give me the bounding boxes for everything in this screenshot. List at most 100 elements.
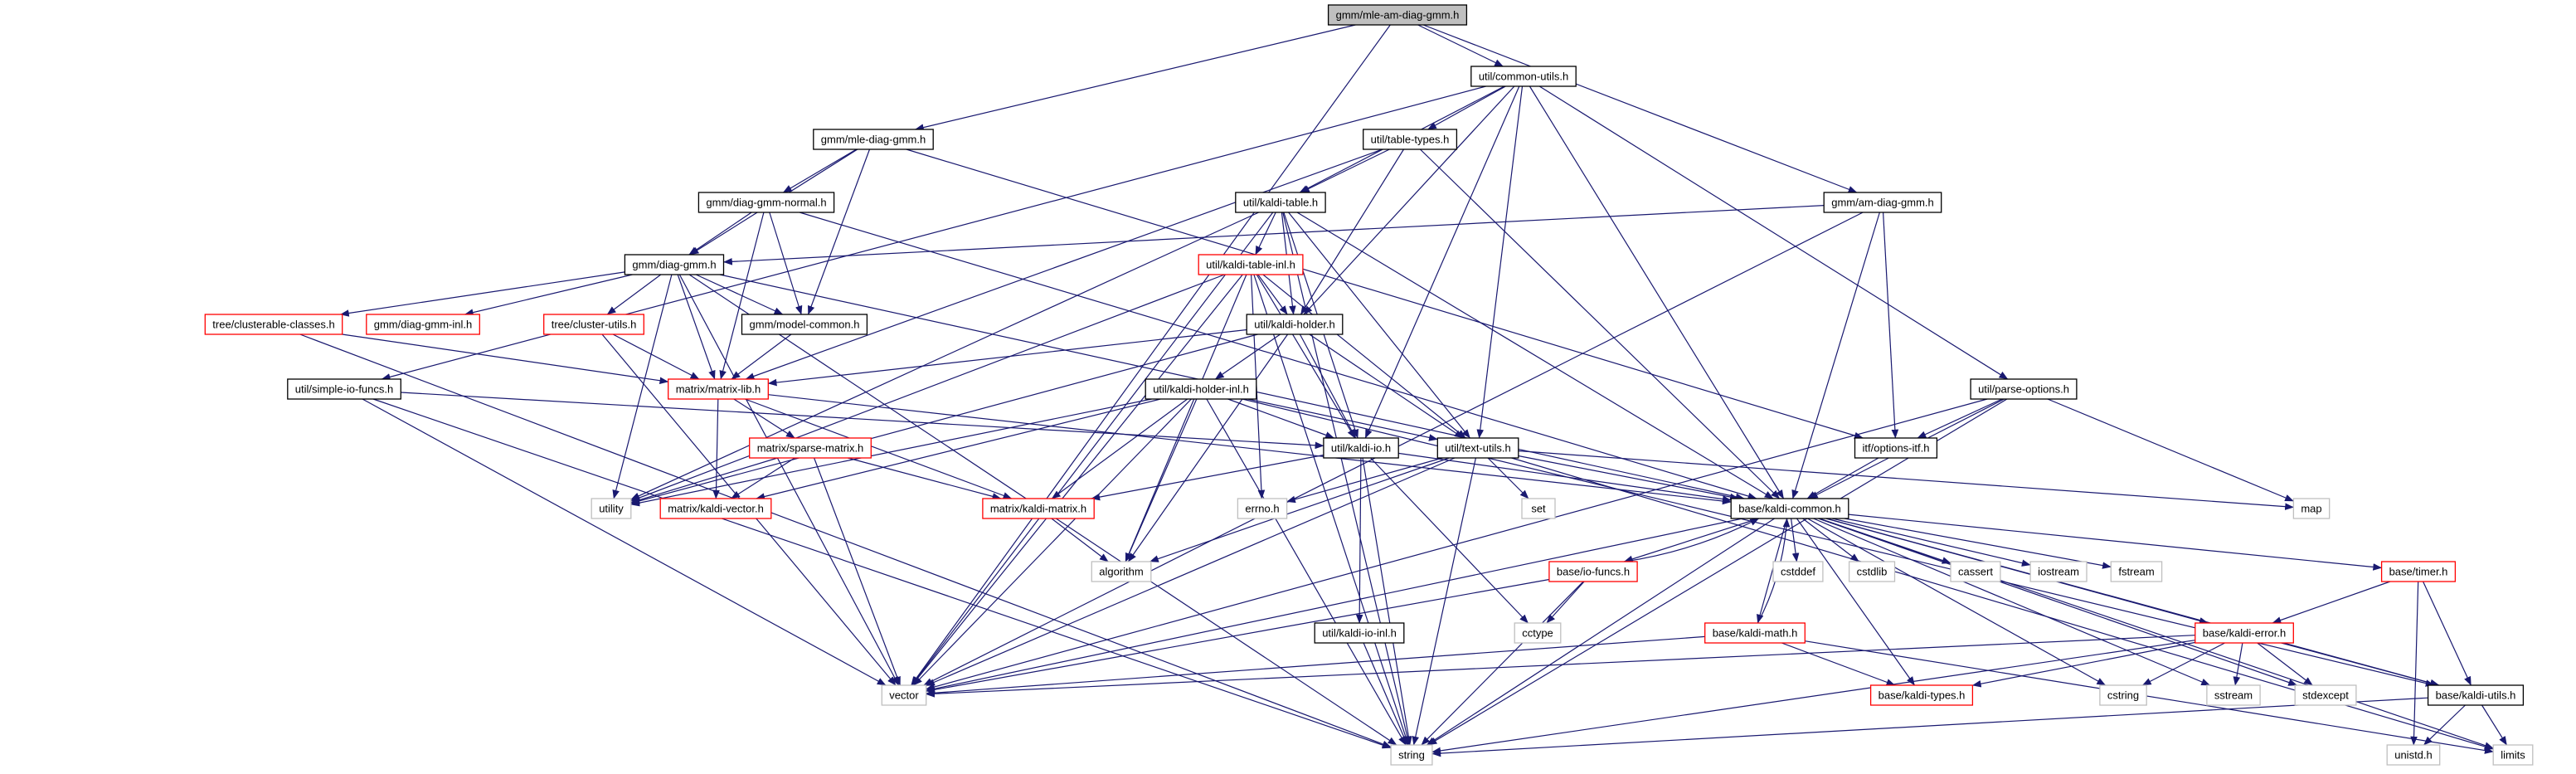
node-box	[204, 314, 343, 335]
node-io-inl[interactable]: util/kaldi-io-inl.h	[1314, 622, 1405, 644]
node-fstream[interactable]: fstream	[2110, 561, 2163, 582]
edge-table-types-to-kaldi-common	[1419, 148, 1781, 499]
edge-text-utils-to-errno	[1286, 457, 1443, 504]
node-label: base/kaldi-utils.h	[2436, 689, 2516, 702]
node-kaldi-common[interactable]: base/kaldi-common.h	[1730, 498, 1849, 519]
edge-dgn-to-diag-gmm	[688, 212, 752, 256]
node-mle-diag[interactable]: gmm/mle-diag-gmm.h	[813, 129, 934, 150]
node-cstddef[interactable]: cstddef	[1772, 561, 1824, 582]
node-cstring[interactable]: cstring	[2099, 684, 2147, 706]
edge-kaldi-error-to-stdexcept	[2257, 642, 2313, 686]
edge-kaldi-common-to-kaldi-types	[1796, 518, 1915, 686]
node-algorithm[interactable]: algorithm	[1091, 561, 1152, 582]
node-cstdlib[interactable]: cstdlib	[1848, 561, 1896, 582]
node-kaldi-vector[interactable]: matrix/kaldi-vector.h	[659, 498, 772, 519]
edge-kaldi-error-to-vector	[926, 635, 2195, 698]
node-box	[697, 192, 835, 213]
node-matrix-lib[interactable]: matrix/matrix-lib.h	[668, 378, 769, 400]
node-cluster-utils[interactable]: tree/cluster-utils.h	[543, 314, 644, 335]
node-table-types[interactable]: util/table-types.h	[1363, 129, 1458, 150]
node-label: cassert	[1958, 566, 1993, 578]
node-kaldi-matrix[interactable]: matrix/kaldi-matrix.h	[982, 498, 1095, 519]
node-label: set	[1531, 503, 1546, 515]
node-am-diag[interactable]: gmm/am-diag-gmm.h	[1823, 192, 1942, 213]
node-simple-io[interactable]: util/simple-io-funcs.h	[287, 378, 401, 400]
node-map[interactable]: map	[2292, 498, 2331, 519]
node-kaldi-table[interactable]: util/kaldi-table.h	[1235, 192, 1326, 213]
edge-diag-gmm-to-model-common	[695, 274, 784, 315]
node-label: gmm/mle-diag-gmm.h	[821, 134, 926, 146]
edge-sparse-to-kaldi-matrix	[848, 457, 1002, 500]
node-timer[interactable]: base/timer.h	[2380, 561, 2457, 582]
node-set[interactable]: set	[1521, 498, 1556, 519]
edge-table-inl-to-utility	[630, 274, 1225, 502]
edge-kaldi-utils-to-string	[1431, 697, 2428, 757]
node-sstream[interactable]: sstream	[2206, 684, 2261, 706]
edge-matrix-lib-to-kaldi-common	[768, 394, 1732, 505]
edge-holder-to-utility	[630, 333, 1258, 505]
node-label: util/kaldi-io-inl.h	[1322, 627, 1397, 640]
node-holder-inl[interactable]: util/kaldi-holder-inl.h	[1145, 378, 1257, 400]
node-kaldi-math[interactable]: base/kaldi-math.h	[1704, 622, 1806, 644]
node-box	[2386, 744, 2441, 766]
edge-mle-diag-to-options-itf	[906, 148, 1864, 440]
node-diag-gmm[interactable]: gmm/diag-gmm.h	[624, 254, 725, 275]
node-string[interactable]: string	[1390, 744, 1433, 766]
edge-diag-gmm-to-clusterable	[339, 271, 625, 317]
node-holder[interactable]: util/kaldi-holder.h	[1246, 314, 1344, 335]
node-table-inl[interactable]: util/kaldi-table-inl.h	[1198, 254, 1304, 275]
edge-mle-diag-to-model-common	[807, 148, 871, 315]
node-box	[1246, 314, 1344, 335]
node-cctype[interactable]: cctype	[1514, 622, 1562, 644]
node-limits[interactable]: limits	[2492, 744, 2534, 766]
node-box	[1772, 561, 1824, 582]
node-box	[1363, 129, 1458, 150]
node-label: base/io-funcs.h	[1557, 566, 1630, 578]
node-kaldi-utils[interactable]: base/kaldi-utils.h	[2427, 684, 2525, 706]
edge-holder-inl-to-string	[1206, 398, 1407, 746]
node-box	[2206, 684, 2261, 706]
edge-table-types-to-holder	[1300, 148, 1405, 315]
node-dgn[interactable]: gmm/diag-gmm-normal.h	[697, 192, 835, 213]
node-vector[interactable]: vector	[881, 684, 927, 706]
node-label: algorithm	[1099, 566, 1143, 578]
node-unistd[interactable]: unistd.h	[2386, 744, 2441, 766]
node-dg-inl[interactable]: gmm/diag-gmm-inl.h	[366, 314, 480, 335]
node-box	[1436, 437, 1519, 459]
edge-clusterable-to-matrix-lib	[342, 333, 669, 384]
node-stdexcept[interactable]: stdexcept	[2294, 684, 2357, 706]
node-utility[interactable]: utility	[591, 498, 632, 519]
node-text-utils[interactable]: util/text-utils.h	[1436, 437, 1519, 459]
edge-kaldi-table-to-string	[1282, 212, 1412, 746]
node-kaldi-error[interactable]: base/kaldi-error.h	[2194, 622, 2294, 644]
node-parse-options[interactable]: util/parse-options.h	[1970, 378, 2078, 400]
node-clusterable[interactable]: tree/clusterable-classes.h	[204, 314, 343, 335]
edge-parse-options-to-options-itf	[1917, 398, 2003, 439]
node-io-funcs[interactable]: base/io-funcs.h	[1548, 561, 1638, 582]
node-kaldi-io[interactable]: util/kaldi-io.h	[1323, 437, 1399, 459]
node-sparse[interactable]: matrix/sparse-matrix.h	[749, 437, 872, 459]
node-box	[741, 314, 868, 335]
edge-text-utils-to-map	[1518, 450, 2294, 510]
node-label: base/kaldi-error.h	[2203, 627, 2286, 640]
edge-kaldi-table-to-table-inl	[1255, 212, 1276, 256]
node-label: vector	[889, 689, 919, 702]
edge-kaldi-io-to-kaldi-common	[1398, 452, 1732, 503]
node-model-common[interactable]: gmm/model-common.h	[741, 314, 868, 335]
edge-kaldi-common-to-stdexcept	[1818, 518, 2298, 686]
node-kaldi-types[interactable]: base/kaldi-types.h	[1869, 684, 1974, 706]
node-common-utils[interactable]: util/common-utils.h	[1470, 66, 1577, 87]
edge-kaldi-math-to-limits	[1805, 640, 2494, 754]
node-label: gmm/mle-am-diag-gmm.h	[1336, 9, 1460, 22]
node-cassert[interactable]: cassert	[1950, 561, 2001, 582]
node-root[interactable]: gmm/mle-am-diag-gmm.h	[1327, 4, 1468, 26]
node-iostream[interactable]: iostream	[2029, 561, 2088, 582]
node-options-itf[interactable]: itf/options-itf.h	[1854, 437, 1938, 459]
edge-holder-inl-to-kaldi-matrix	[1051, 398, 1188, 499]
node-box	[1235, 192, 1326, 213]
node-label: util/kaldi-table-inl.h	[1206, 259, 1295, 271]
node-label: gmm/am-diag-gmm.h	[1831, 197, 1934, 209]
edge-matrix-lib-to-sparse	[733, 398, 795, 439]
edge-holder-inl-to-text-utils	[1247, 398, 1438, 441]
node-errno[interactable]: errno.h	[1237, 498, 1288, 519]
